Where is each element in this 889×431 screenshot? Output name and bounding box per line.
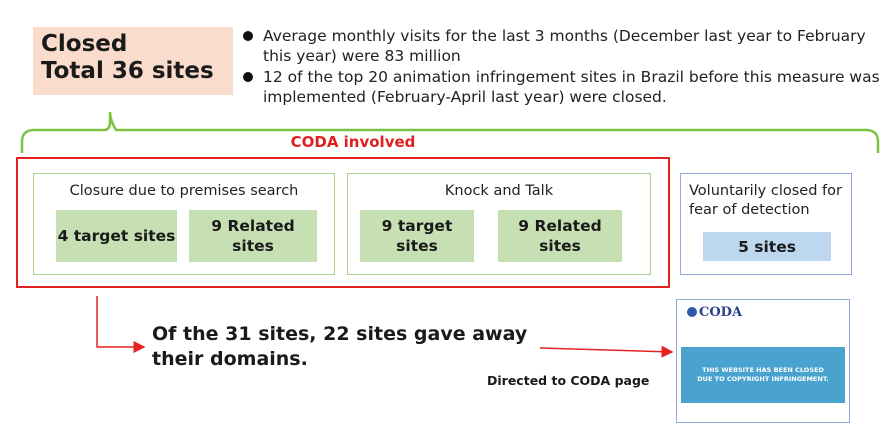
bullet-item-top20: 12 of the top 20 animation infringement … xyxy=(243,67,883,107)
bullet-list: Average monthly visits for the last 3 mo… xyxy=(243,26,883,108)
directed-to-coda-label: Directed to CODA page xyxy=(487,373,650,388)
voluntary-closed-box: Voluntarily closed for fear of detection… xyxy=(680,173,852,275)
coda-logo: CODA xyxy=(687,305,742,320)
closed-total-label: Total 36 sites xyxy=(41,58,214,84)
knock-related-sites: 9 Related sites xyxy=(498,210,622,262)
voluntary-sites-count: 5 sites xyxy=(703,232,831,261)
closed-total-box: Closed Total 36 sites xyxy=(33,27,233,95)
closed-label: Closed xyxy=(41,31,128,57)
coda-page-thumbnail: CODA THIS WEBSITE HAS BEEN CLOSED DUE TO… xyxy=(676,299,850,423)
arrow-to-domains xyxy=(96,296,146,353)
coda-involved-frame xyxy=(16,157,670,288)
banner-line-1: THIS WEBSITE HAS BEEN CLOSED xyxy=(702,366,824,374)
domains-statement: Of the 31 sites, 22 sites gave away thei… xyxy=(152,323,528,370)
bullet-dot-icon xyxy=(243,72,253,82)
premises-related-sites: 9 Related sites xyxy=(189,210,317,262)
arrow-to-coda-page xyxy=(539,345,674,358)
bullet-dot-icon xyxy=(243,31,253,41)
banner-line-2: DUE TO COPYRIGHT INFRINGEMENT. xyxy=(697,375,829,383)
voluntary-closed-title: Voluntarily closed for fear of detection xyxy=(689,183,842,218)
coda-logo-icon xyxy=(687,307,697,317)
site-closed-banner: THIS WEBSITE HAS BEEN CLOSED DUE TO COPY… xyxy=(681,347,845,403)
bullet-text-visits: Average monthly visits for the last 3 mo… xyxy=(263,27,866,65)
bullet-text-top20: 12 of the top 20 animation infringement … xyxy=(263,68,880,106)
knock-and-talk-group: Knock and Talk 9 target sites 9 Related … xyxy=(347,173,651,275)
green-brace xyxy=(20,111,880,153)
knock-target-sites: 9 target sites xyxy=(360,210,474,262)
bullet-item-visits: Average monthly visits for the last 3 mo… xyxy=(243,26,883,66)
premises-search-title: Closure due to premises search xyxy=(69,183,299,199)
premises-target-sites: 4 target sites xyxy=(56,210,177,262)
knock-and-talk-title: Knock and Talk xyxy=(444,183,554,199)
coda-logo-text: CODA xyxy=(699,305,743,320)
premises-search-group: Closure due to premises search 4 target … xyxy=(33,173,335,275)
coda-involved-label: CODA involved xyxy=(290,133,416,151)
